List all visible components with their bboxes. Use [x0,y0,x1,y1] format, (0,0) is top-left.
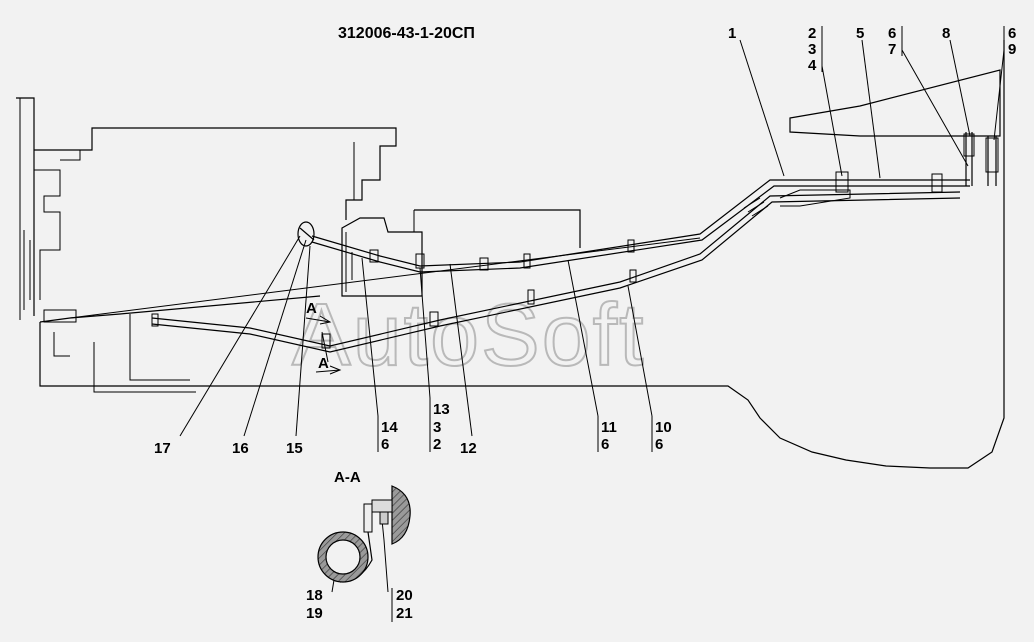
callout-label: 19 [306,605,323,622]
callout-label: 18 [306,587,323,604]
callout-labels: 1 2 3 4 5 6 7 8 6 9 17 16 15 14 6 13 3 2… [154,25,1016,622]
callout-label: 13 [433,401,450,418]
callout-ticks [377,26,1005,622]
callout-label: 12 [460,440,477,457]
callout-label: 4 [808,57,817,74]
callout-label: 15 [286,440,303,457]
section-marker-upper: A [306,300,317,317]
pipelines [69,132,999,353]
callout-label: 21 [396,605,413,622]
callout-label: 6 [655,436,663,453]
callout-label: 14 [381,419,398,436]
callout-label: 20 [396,587,413,604]
callout-label: 2 [808,25,816,42]
callout-label: 11 [601,419,617,436]
callout-label: 8 [942,25,950,42]
section-markers: A A [305,300,342,375]
section-marker-lower: A [318,355,329,372]
callout-label: 7 [888,41,896,58]
cab-outline [16,97,397,320]
callout-label: 16 [232,440,249,457]
callout-label: 1 [728,25,736,42]
drawing-title: 312006-43-1-20СП [338,25,475,42]
callout-label: 2 [433,436,441,453]
callout-label: 17 [154,440,171,457]
callout-label: 6 [381,436,389,453]
chassis-frame [39,40,1005,469]
callout-label: 9 [1008,41,1016,58]
callout-label: 3 [433,419,441,436]
fuel-tank [341,209,581,297]
callout-label: 6 [888,25,896,42]
callout-label: 3 [808,41,816,58]
callout-label: 10 [655,419,672,436]
callout-label: 6 [1008,25,1016,42]
section-title: A-A [334,469,361,486]
callout-label: 6 [601,436,609,453]
section-aa-detail: A-A [317,469,411,583]
watermark: AutoSoft [292,285,646,384]
callout-label: 5 [856,25,864,42]
